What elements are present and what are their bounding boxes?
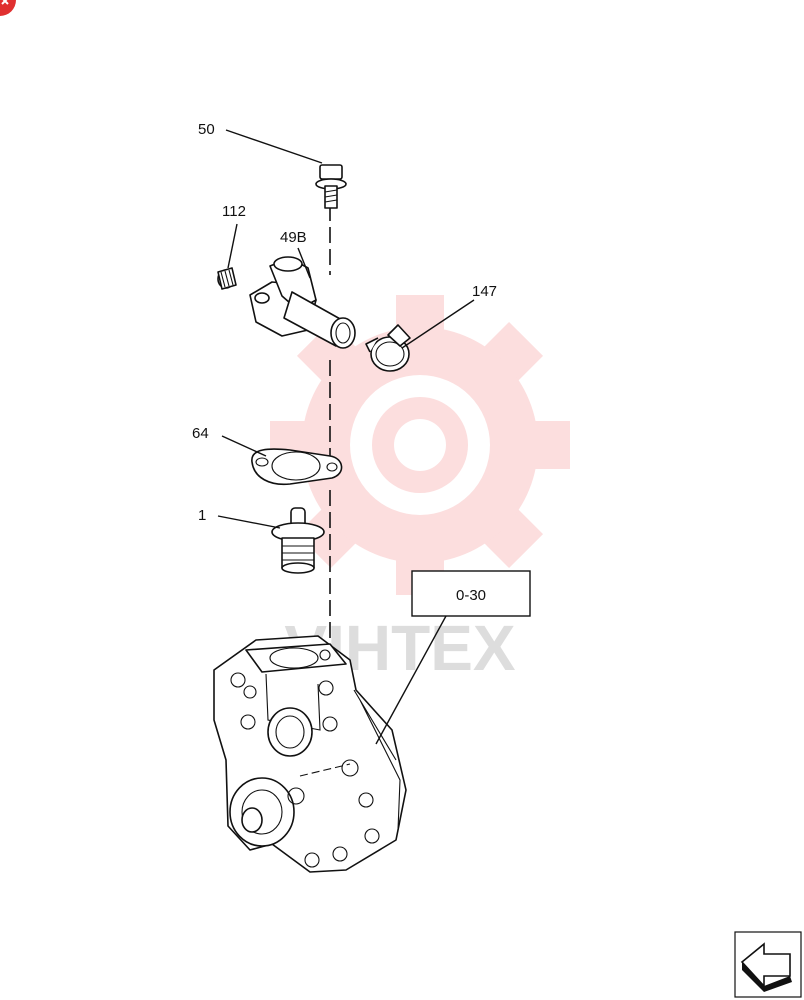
outlet-pipe-part[interactable] xyxy=(249,256,356,349)
corner-badge-icon[interactable] xyxy=(0,0,16,16)
leader-line-hose-clamp xyxy=(401,299,475,349)
callout-thermostat: 1 xyxy=(198,507,206,524)
reference-box[interactable]: 0-30 xyxy=(411,570,531,617)
leader-line-gasket xyxy=(221,435,267,457)
bolt-part[interactable] xyxy=(315,164,347,209)
pump-housing-part[interactable] xyxy=(213,635,407,873)
leader-line-bolt xyxy=(225,129,323,164)
back-arrow-icon[interactable] xyxy=(734,931,802,998)
plug-part[interactable] xyxy=(217,267,237,290)
hose-clamp-part[interactable] xyxy=(365,324,411,372)
reference-box-label: 0-30 xyxy=(456,587,486,604)
callout-bolt: 50 xyxy=(198,121,215,138)
leader-line-outlet-pipe xyxy=(297,247,311,279)
callout-hose-clamp: 147 xyxy=(472,283,497,300)
leader-line-thermostat xyxy=(217,515,281,529)
watermark-gear-icon xyxy=(270,295,570,595)
callout-plug: 112 xyxy=(222,203,246,220)
callout-gasket: 64 xyxy=(192,425,209,442)
gasket-part[interactable] xyxy=(251,448,343,486)
callout-outlet-pipe: 49B xyxy=(280,229,307,246)
reference-leader-line xyxy=(375,615,447,745)
leader-line-plug xyxy=(227,223,238,269)
thermostat-part[interactable] xyxy=(271,507,325,574)
